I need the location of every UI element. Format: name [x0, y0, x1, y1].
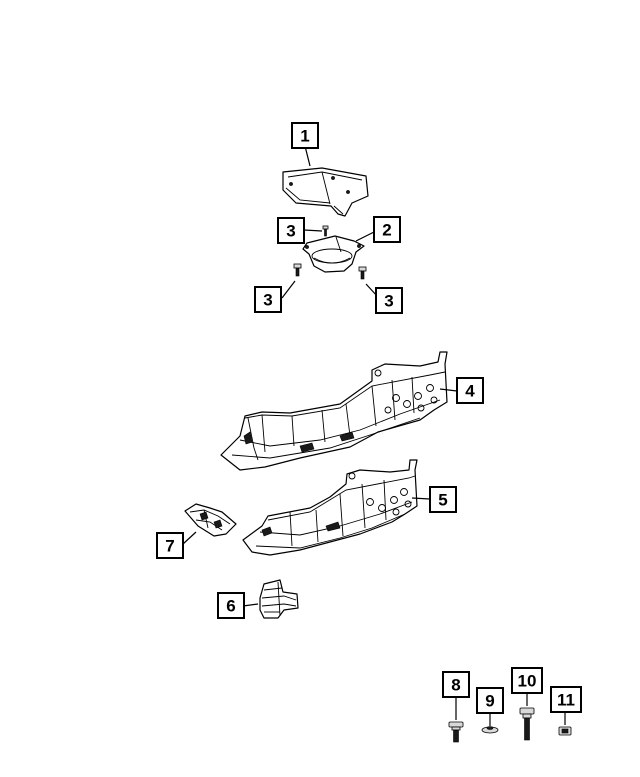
part-11-nut — [558, 726, 572, 736]
callout-3-top: 3 — [277, 217, 305, 244]
part-6-small-bracket — [259, 579, 299, 619]
callout-7-label: 7 — [165, 537, 174, 556]
part-5-lower-shield — [242, 459, 418, 556]
part-7-bracket-shield — [184, 503, 237, 537]
callout-2: 2 — [373, 216, 401, 243]
callout-10: 10 — [511, 667, 543, 694]
leader-5 — [411, 497, 431, 500]
part-8-bolt — [448, 721, 464, 743]
callout-2-label: 2 — [382, 221, 391, 240]
part-10-flange-bolt — [519, 707, 535, 741]
part-2-cup-shield — [302, 235, 365, 273]
callout-8-label: 8 — [451, 676, 460, 695]
callout-6-label: 6 — [226, 597, 235, 616]
callout-9: 9 — [476, 687, 504, 714]
callout-7: 7 — [156, 532, 184, 559]
leader-1 — [304, 145, 311, 167]
callout-5: 5 — [429, 486, 457, 513]
part-3-bolt-top — [322, 225, 329, 237]
part-3-bolt-left — [293, 263, 302, 277]
callout-9-label: 9 — [485, 692, 494, 711]
callout-4: 4 — [456, 377, 484, 404]
callout-11: 11 — [550, 686, 582, 713]
callout-11-label: 11 — [557, 691, 575, 710]
callout-6: 6 — [217, 592, 245, 619]
callout-3-left-label: 3 — [263, 291, 272, 310]
callout-1-label: 1 — [300, 127, 309, 146]
leader-lines — [182, 145, 566, 726]
callout-1: 1 — [291, 122, 319, 149]
callout-3-right: 3 — [375, 287, 403, 314]
leader-7 — [182, 531, 197, 545]
part-3-bolt-right — [358, 266, 367, 280]
callout-8: 8 — [442, 671, 470, 698]
part-1-shield-bracket — [282, 167, 369, 217]
callout-10-label: 10 — [518, 672, 537, 691]
callout-3-top-label: 3 — [286, 222, 295, 241]
leader-2 — [355, 231, 375, 242]
callout-3-left: 3 — [254, 286, 282, 313]
leader-3a — [303, 229, 323, 232]
leader-3b — [281, 280, 296, 299]
part-9-washer-nut — [481, 726, 499, 734]
part-4-long-shield — [220, 351, 448, 471]
callout-3-right-label: 3 — [384, 292, 393, 311]
callout-5-label: 5 — [438, 491, 447, 510]
leader-6 — [242, 603, 259, 607]
callout-4-label: 4 — [465, 382, 475, 401]
leader-4 — [439, 388, 458, 392]
